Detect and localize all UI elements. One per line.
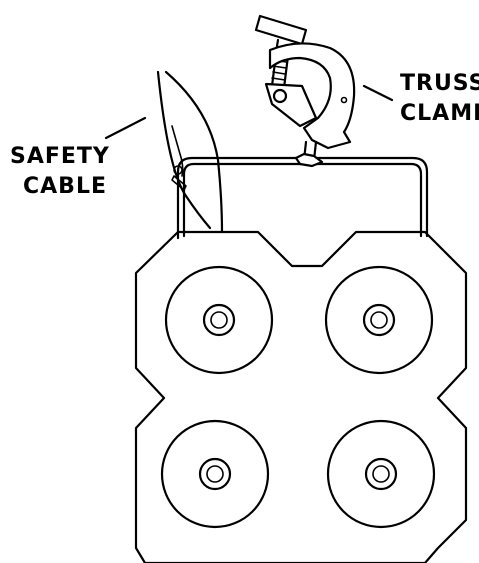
mounting-yoke: [176, 156, 429, 240]
safety-cable-label-line2: CABLE: [23, 174, 107, 199]
lens-top-left: [164, 265, 274, 375]
lens-bottom-left: [160, 419, 270, 529]
lens-bottom-right: [326, 419, 436, 529]
truss-clamp-label: TRUSS CLAMP: [400, 71, 479, 126]
fixture-housing: [134, 230, 468, 563]
truss-clamp-leader: [362, 84, 394, 102]
safety-cable-label: SAFETY CABLE: [10, 144, 110, 199]
truss-clamp: [254, 14, 356, 168]
safety-cable: [156, 70, 224, 234]
truss-clamp-label-line2: CLAMP: [400, 101, 479, 126]
truss-clamp-label-line1: TRUSS: [400, 71, 479, 96]
lens-top-right: [324, 265, 434, 375]
safety-cable-leader: [104, 116, 147, 140]
safety-cable-label-line1: SAFETY: [10, 144, 110, 169]
